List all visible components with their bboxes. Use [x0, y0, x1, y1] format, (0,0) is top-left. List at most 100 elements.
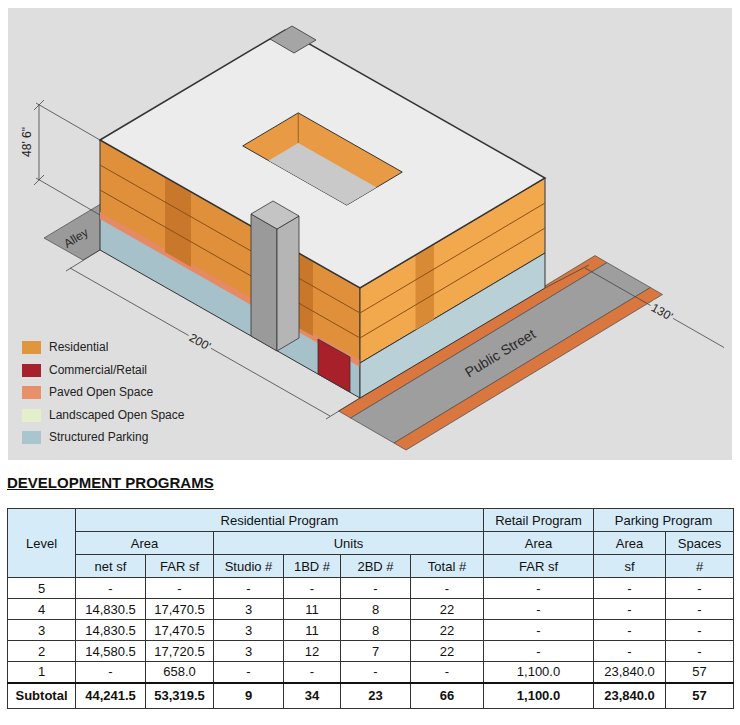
data-cell: 11 [284, 620, 341, 641]
header-cell: 1BD # [284, 555, 341, 578]
data-cell: 53,319.5 [146, 683, 214, 709]
data-cell: 34 [284, 683, 341, 709]
data-cell: - [341, 578, 411, 599]
data-cell: 8 [341, 620, 411, 641]
data-cell: - [284, 662, 341, 683]
data-cell: 57 [666, 662, 734, 683]
legend-text: Landscaped Open Space [49, 408, 184, 423]
table-row: net sfFAR sfStudio #1BD #2BD #Total #FAR… [8, 555, 734, 578]
data-cell: - [214, 578, 284, 599]
header-cell: Residential Program [76, 509, 484, 532]
data-cell: 23,840.0 [594, 683, 666, 709]
table-row: 414,830.517,470.5311822--- [8, 599, 734, 620]
legend-text: Commercial/Retail [49, 363, 147, 378]
data-cell: - [666, 578, 734, 599]
dimension-lines-part [34, 100, 44, 110]
data-cell: 5 [8, 578, 76, 599]
data-cell: - [594, 578, 666, 599]
data-cell: 9 [214, 683, 284, 709]
dimension-lines-part [34, 175, 44, 185]
dimension-lines-part [39, 105, 40, 180]
data-cell: - [411, 662, 484, 683]
legend-swatch [22, 364, 41, 377]
legend-swatch [22, 409, 41, 422]
building-part [360, 253, 545, 398]
data-cell: 7 [341, 641, 411, 662]
data-cell: - [666, 599, 734, 620]
data-cell: 3 [214, 599, 284, 620]
data-cell: 1 [8, 662, 76, 683]
legend-swatch [22, 386, 41, 399]
legend-swatch [22, 431, 41, 444]
header-cell: net sf [76, 555, 146, 578]
data-cell: - [594, 599, 666, 620]
building [100, 26, 545, 398]
data-cell: - [146, 578, 214, 599]
data-cell: 14,580.5 [76, 641, 146, 662]
header-cell: Area [594, 532, 666, 555]
data-cell: - [484, 620, 594, 641]
data-cell: - [411, 578, 484, 599]
data-cell: - [76, 578, 146, 599]
height-dimension: 48' 6" [20, 125, 34, 159]
data-cell: - [666, 620, 734, 641]
data-cell: 44,241.5 [76, 683, 146, 709]
dimension-lines [34, 100, 724, 419]
data-cell: 8 [341, 599, 411, 620]
header-cell: Retail Program [484, 509, 594, 532]
header-cell: sf [594, 555, 666, 578]
data-cell: - [484, 641, 594, 662]
table-row: 214,580.517,720.5312722--- [8, 641, 734, 662]
header-cell: Total # [411, 555, 484, 578]
data-cell: Subtotal [8, 683, 76, 709]
data-cell: 658.0 [146, 662, 214, 683]
data-cell: - [484, 599, 594, 620]
header-cell: Spaces [666, 532, 734, 555]
header-cell: Area [76, 532, 214, 555]
header-cell: 2BD # [341, 555, 411, 578]
building-part [165, 177, 191, 267]
header-cell: FAR sf [484, 555, 594, 578]
data-cell: 22 [411, 599, 484, 620]
table-body: LevelResidential ProgramRetail ProgramPa… [8, 509, 734, 709]
data-cell: 23 [341, 683, 411, 709]
background-panel [8, 8, 732, 460]
table-row: LevelResidential ProgramRetail ProgramPa… [8, 509, 734, 532]
header-cell: # [666, 555, 734, 578]
program-table: LevelResidential ProgramRetail ProgramPa… [7, 508, 734, 709]
header-cell: Area [484, 532, 594, 555]
dimension-lines-part [36, 103, 100, 140]
building-part [251, 214, 277, 351]
data-cell: - [484, 578, 594, 599]
data-cell: 66 [411, 683, 484, 709]
building-part-part [243, 143, 403, 235]
building-part [318, 339, 350, 392]
dimension-lines-part [326, 398, 360, 419]
data-cell: 22 [411, 620, 484, 641]
data-cell: 2 [8, 641, 76, 662]
data-cell: 14,830.5 [76, 620, 146, 641]
data-cell: - [76, 662, 146, 683]
data-cell: 17,470.5 [146, 599, 214, 620]
data-cell: 57 [666, 683, 734, 709]
table-row: 5--------- [8, 578, 734, 599]
data-cell: - [341, 662, 411, 683]
data-cell: 3 [214, 620, 284, 641]
table-title: DEVELOPMENT PROGRAMS [7, 474, 214, 491]
dimension-lines-part [545, 265, 589, 288]
data-cell: 1,100.0 [484, 662, 594, 683]
building-part [100, 30, 545, 288]
data-cell: 11 [284, 599, 341, 620]
table-row: 1-658.0----1,100.023,840.057 [8, 662, 734, 683]
dimension-lines-part [585, 268, 724, 348]
dimension-lines-part [36, 178, 100, 215]
building-part [277, 216, 299, 351]
data-cell: 14,830.5 [76, 599, 146, 620]
data-cell: 3 [214, 641, 284, 662]
data-cell: 3 [8, 620, 76, 641]
legend-text: Paved Open Space [49, 385, 153, 400]
data-cell: - [594, 620, 666, 641]
header-cell: Parking Program [594, 509, 734, 532]
data-cell: 1,100.0 [484, 683, 594, 709]
data-cell: 17,720.5 [146, 641, 214, 662]
